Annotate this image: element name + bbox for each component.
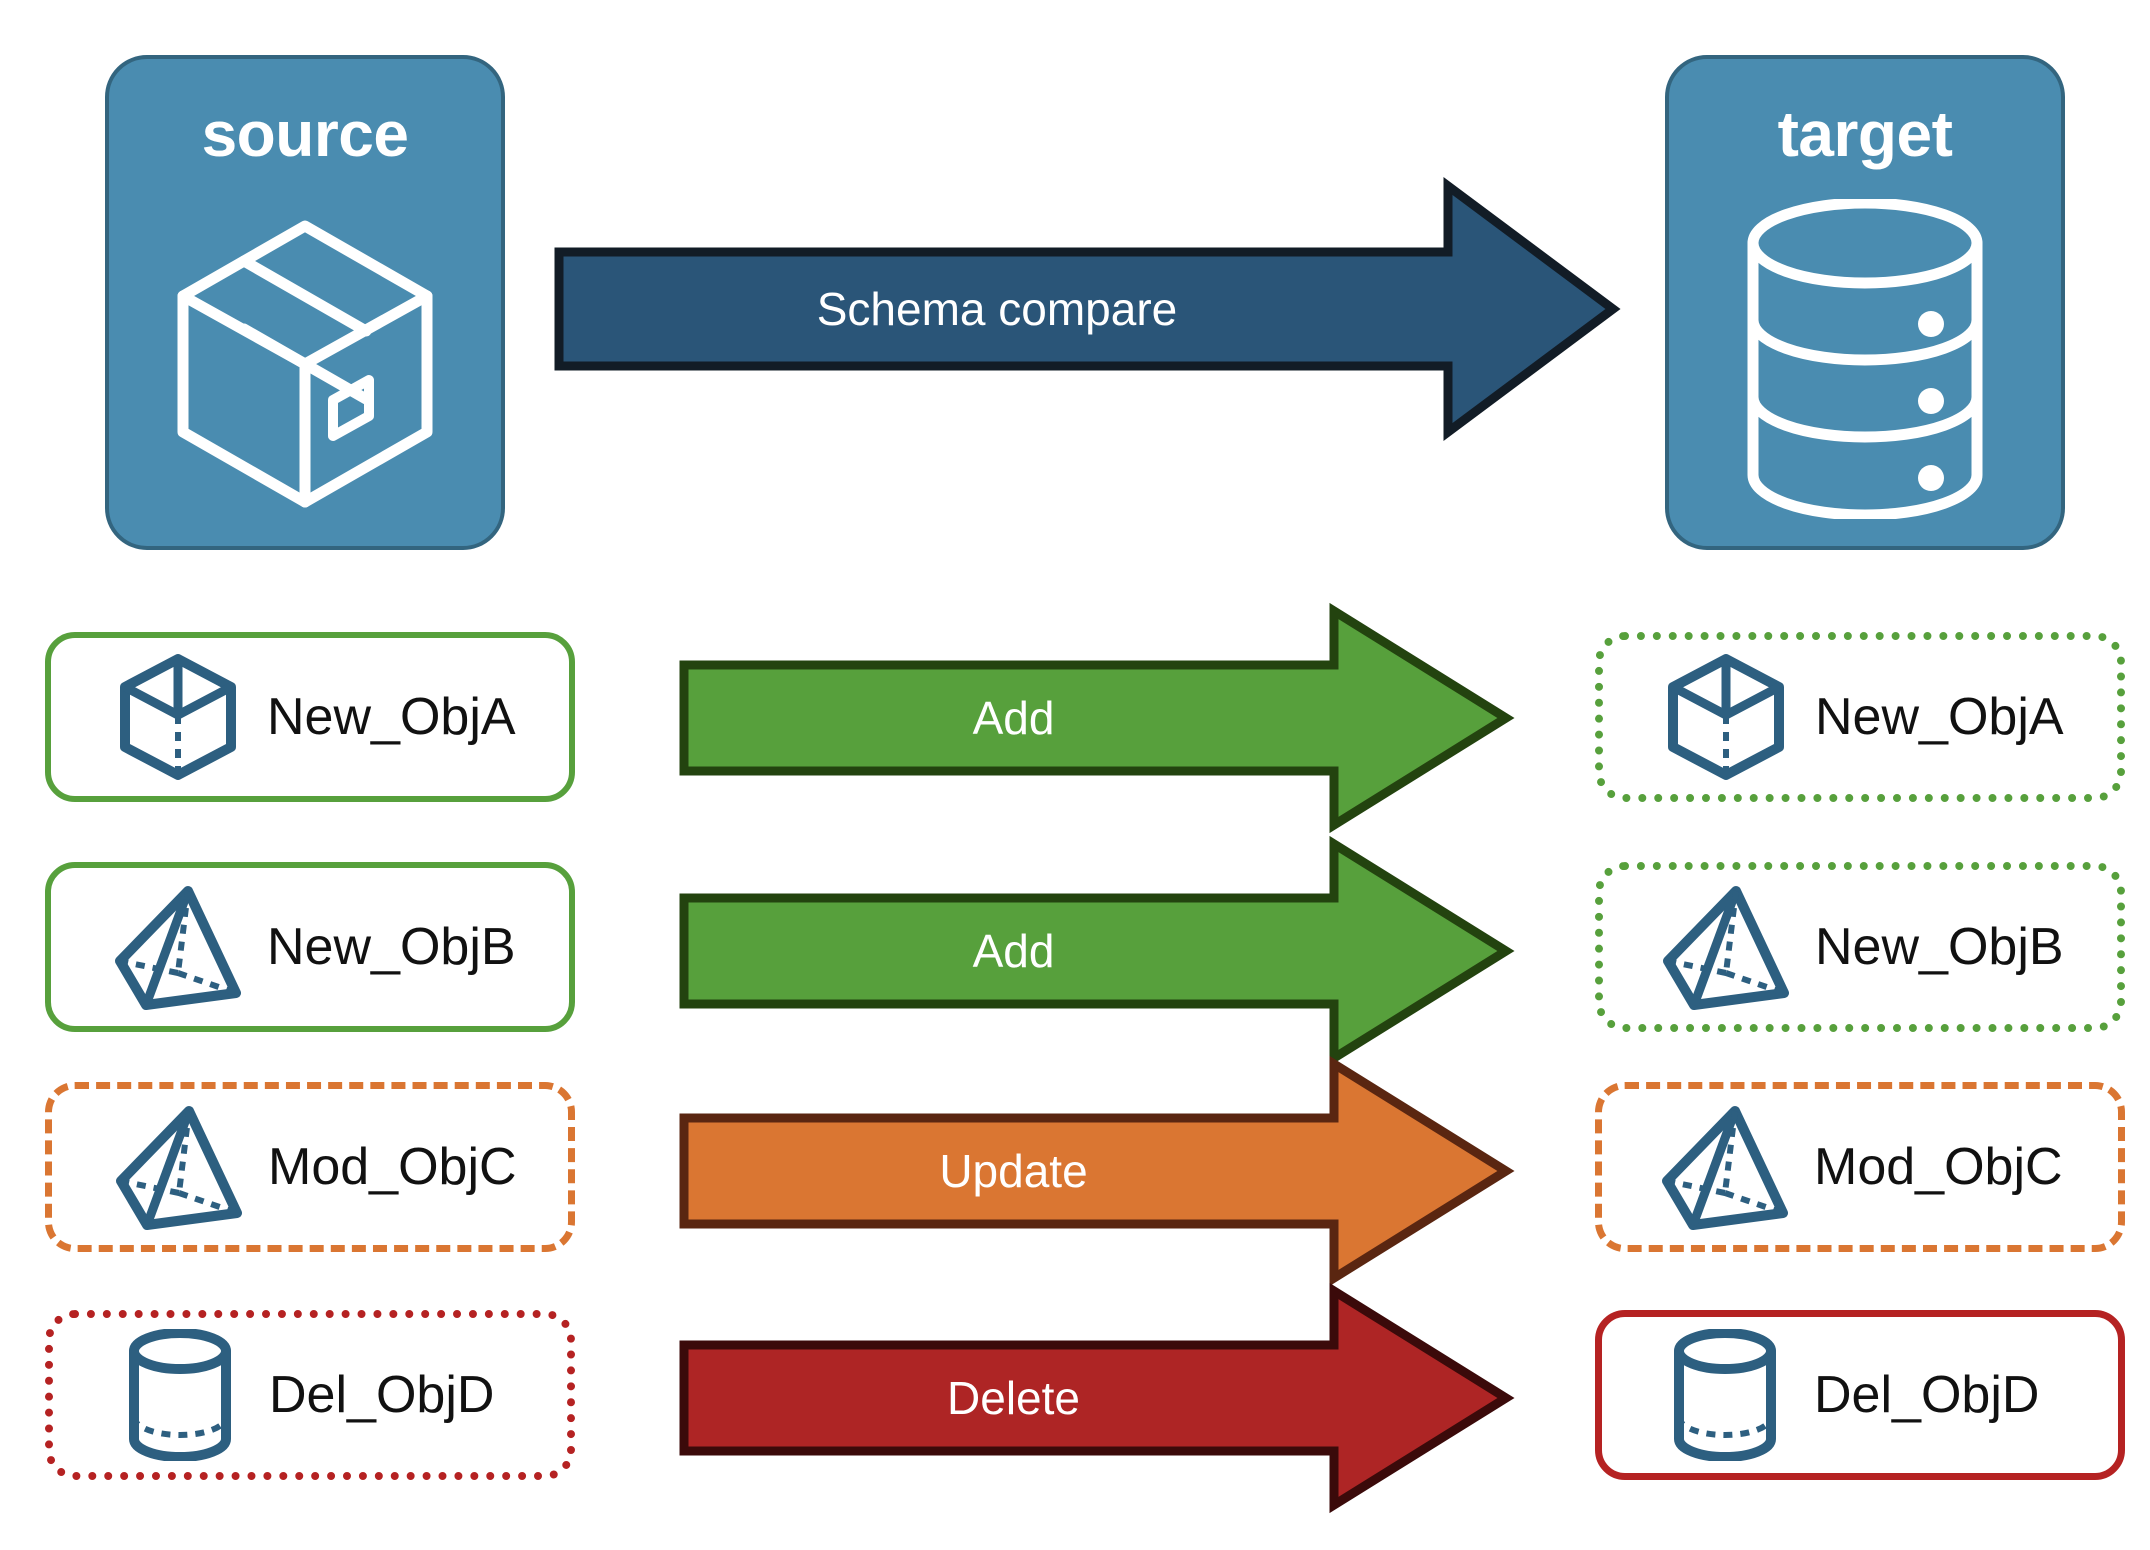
right-arrow-icon <box>554 177 1621 441</box>
schema-compare-arrow-label: Schema compare <box>816 283 1178 335</box>
add-arrow-row-1[interactable]: Add <box>679 835 1515 1067</box>
database-cylinder-icon <box>1669 189 2061 529</box>
wireframe-pyramid-icon <box>1650 1092 1800 1242</box>
target-object-new-objb[interactable]: New_ObjB <box>1595 862 2125 1032</box>
target-panel-title: target <box>1777 98 1953 170</box>
wireframe-cylinder-icon <box>1650 1320 1800 1470</box>
delete-arrow-row-3[interactable]: Delete <box>679 1282 1515 1514</box>
add-arrow-row-0[interactable]: Add <box>679 602 1515 834</box>
wireframe-cylinder-icon <box>105 1320 255 1470</box>
right-arrow-icon <box>679 835 1515 1067</box>
source-object-label: Del_ObjD <box>269 1366 495 1424</box>
add-arrow-label-row-1: Add <box>972 925 1055 977</box>
right-arrow-icon <box>679 602 1515 834</box>
target-object-label: Mod_ObjC <box>1814 1138 2063 1196</box>
source-object-label: Mod_ObjC <box>268 1138 517 1196</box>
source-object-label: New_ObjA <box>267 688 516 746</box>
source-panel-title: source <box>201 98 409 170</box>
update-arrow-label-row-2: Update <box>939 1145 1088 1197</box>
source-object-new-objb[interactable]: New_ObjB <box>45 862 575 1032</box>
delete-arrow-label-row-3: Delete <box>947 1372 1080 1424</box>
target-object-del-objd[interactable]: Del_ObjD <box>1595 1310 2125 1480</box>
target-panel[interactable]: target <box>1665 55 2065 550</box>
wireframe-pyramid-icon <box>104 1092 254 1242</box>
update-arrow-row-2[interactable]: Update <box>679 1055 1515 1287</box>
source-object-del-objd[interactable]: Del_ObjD <box>45 1310 575 1480</box>
target-object-label: New_ObjA <box>1815 688 2064 746</box>
right-arrow-icon <box>679 1282 1515 1514</box>
add-arrow-label-row-0: Add <box>972 692 1055 744</box>
wireframe-pyramid-icon <box>1651 872 1801 1022</box>
package-box-icon <box>109 189 501 529</box>
wireframe-cube-icon <box>1651 642 1801 792</box>
schema-compare-arrow[interactable]: Schema compare <box>554 177 1621 441</box>
target-object-label: New_ObjB <box>1815 918 2064 976</box>
source-object-mod-objc[interactable]: Mod_ObjC <box>45 1082 575 1252</box>
target-object-label: Del_ObjD <box>1814 1366 2040 1424</box>
source-object-label: New_ObjB <box>267 918 516 976</box>
wireframe-pyramid-icon <box>103 872 253 1022</box>
source-object-new-obja[interactable]: New_ObjA <box>45 632 575 802</box>
wireframe-cube-icon <box>103 642 253 792</box>
target-object-mod-objc[interactable]: Mod_ObjC <box>1595 1082 2125 1252</box>
source-panel[interactable]: source <box>105 55 505 550</box>
right-arrow-icon <box>679 1055 1515 1287</box>
target-object-new-obja[interactable]: New_ObjA <box>1595 632 2125 802</box>
